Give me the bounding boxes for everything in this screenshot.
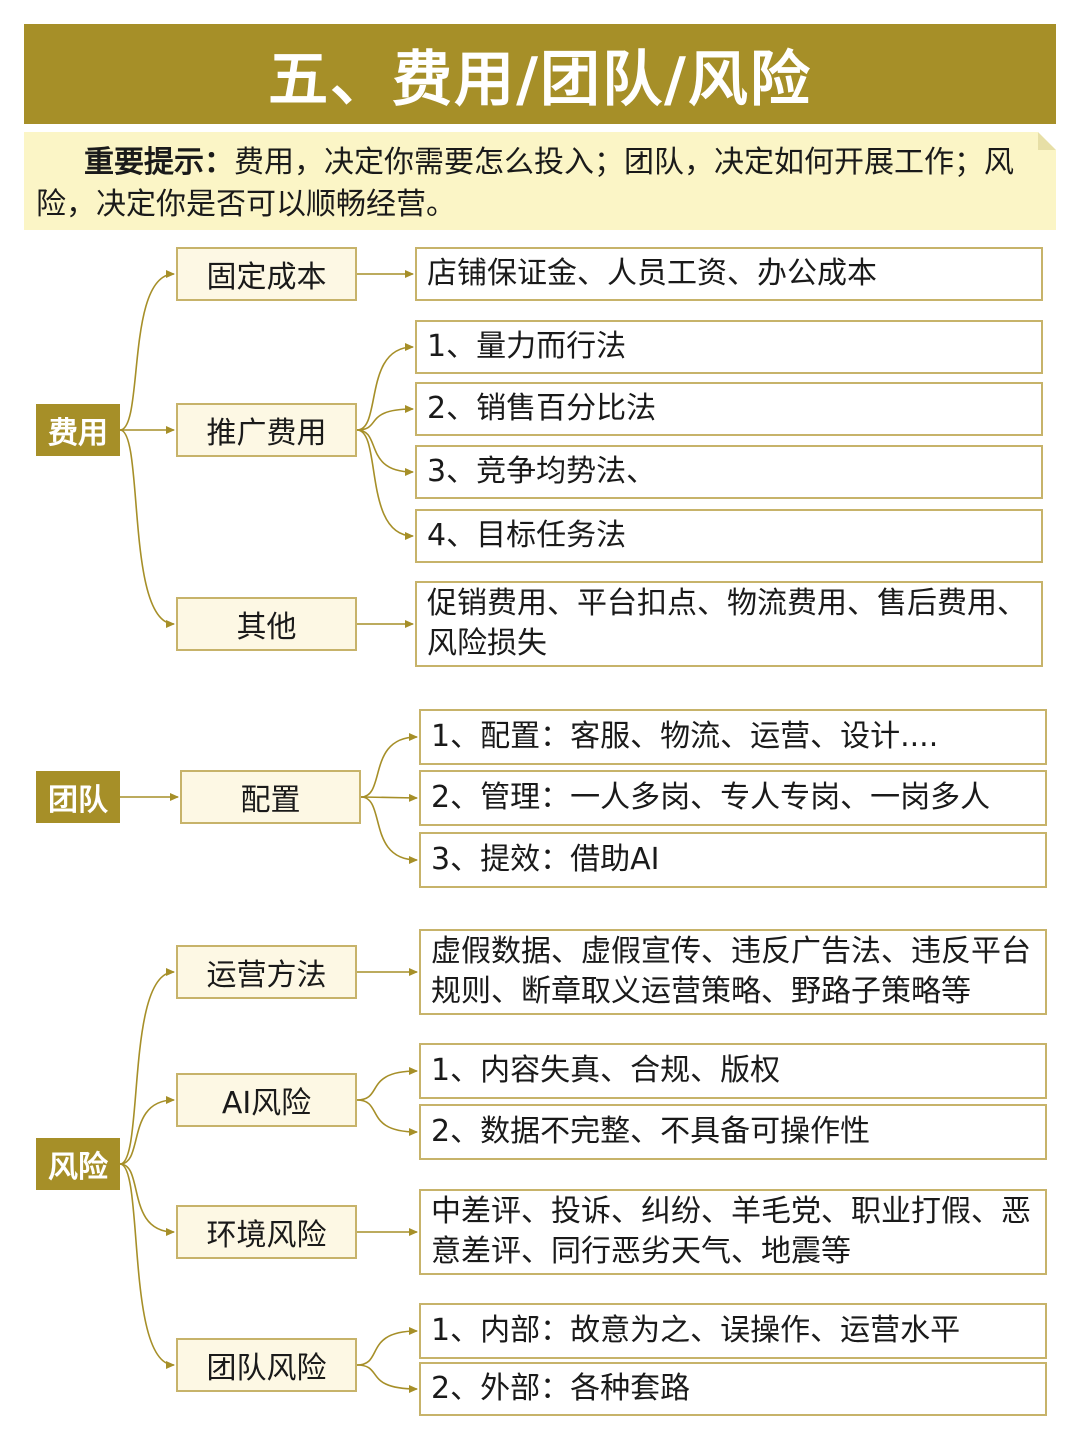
branch-node-label: 固定成本 (206, 260, 327, 295)
branch-node-label: AI风险 (221, 1086, 312, 1121)
connector-line (356, 343, 414, 431)
tip-box: 重要提示：费用，决定你需要怎么投入；团队，决定如何开展工作；风险，决定你是否可以… (24, 132, 1056, 230)
connector-line (119, 1163, 175, 1236)
root-node-label: 风险 (48, 1150, 108, 1185)
page-fold-corner (1038, 132, 1056, 150)
leaf-node-text: 1、配置：客服、物流、运营、设计.... (431, 719, 939, 754)
leaf-node: 3、提效：借助AI (419, 832, 1047, 888)
connector-line (119, 270, 175, 431)
leaf-node-text: 3、提效：借助AI (431, 842, 660, 877)
leaf-node: 虚假数据、虚假宣传、违反广告法、违反平台规则、断章取义运营策略、野路子策略等 (419, 929, 1047, 1015)
connector-line (356, 1364, 418, 1393)
leaf-node: 4、目标任务法 (415, 509, 1043, 563)
branch-node: 配置 (180, 770, 361, 824)
leaf-node-text: 店铺保证金、人员工资、办公成本 (427, 256, 877, 291)
root-node-fees: 费用 (36, 404, 120, 456)
leaf-node-text: 1、内部：故意为之、误操作、运营水平 (431, 1313, 961, 1348)
branch-node: 其他 (176, 597, 357, 651)
root-node-risk: 风险 (36, 1138, 120, 1190)
leaf-node-text: 促销费用、平台扣点、物流费用、售后费用、风险损失 (427, 586, 1027, 661)
branch-node: AI风险 (176, 1073, 357, 1127)
connector-line (119, 1096, 175, 1165)
branch-node: 团队风险 (176, 1338, 357, 1392)
leaf-node: 2、数据不完整、不具备可操作性 (419, 1104, 1047, 1160)
root-node-label: 费用 (48, 416, 108, 451)
leaf-node: 2、管理：一人多岗、专人专岗、一岗多人 (419, 770, 1047, 826)
connector-line (119, 1163, 175, 1369)
branch-node-label: 其他 (236, 610, 297, 645)
branch-node: 推广费用 (176, 403, 357, 457)
branch-node: 环境风险 (176, 1205, 357, 1259)
tip-label: 重要提示： (84, 145, 234, 180)
page-title: 五、费用/团队/风险 (268, 44, 812, 115)
leaf-node: 3、竞争均势法、 (415, 445, 1043, 499)
connector-line (356, 429, 414, 540)
branch-node-label: 推广费用 (206, 416, 327, 451)
branch-node-label: 环境风险 (206, 1218, 327, 1253)
branch-node: 固定成本 (176, 247, 357, 301)
leaf-node: 1、内容失真、合规、版权 (419, 1043, 1047, 1099)
leaf-node: 中差评、投诉、纠纷、羊毛党、职业打假、恶意差评、同行恶劣天气、地震等 (419, 1189, 1047, 1275)
leaf-node-text: 2、外部：各种套路 (431, 1371, 691, 1406)
connector-line (356, 405, 414, 431)
title-bar: 五、费用/团队/风险 (24, 24, 1056, 124)
branch-node-label: 团队风险 (206, 1351, 327, 1386)
leaf-node: 促销费用、平台扣点、物流费用、售后费用、风险损失 (415, 581, 1043, 667)
branch-node-label: 运营方法 (206, 958, 327, 993)
leaf-node-text: 虚假数据、虚假宣传、违反广告法、违反平台规则、断章取义运营策略、野路子策略等 (431, 934, 1031, 1009)
leaf-node-text: 4、目标任务法 (427, 518, 627, 553)
leaf-node-text: 3、竞争均势法、 (427, 454, 657, 489)
leaf-node: 1、内部：故意为之、误操作、运营水平 (419, 1303, 1047, 1359)
leaf-node: 1、量力而行法 (415, 320, 1043, 374)
connector-line (356, 1099, 418, 1136)
branch-node-label: 配置 (240, 783, 301, 818)
leaf-node-text: 中差评、投诉、纠纷、羊毛党、职业打假、恶意差评、同行恶劣天气、地震等 (431, 1194, 1031, 1269)
connector-line (360, 793, 418, 802)
leaf-node: 1、配置：客服、物流、运营、设计.... (419, 709, 1047, 765)
leaf-node: 店铺保证金、人员工资、办公成本 (415, 247, 1043, 301)
leaf-node-text: 2、数据不完整、不具备可操作性 (431, 1114, 871, 1149)
connector-line (360, 733, 418, 798)
leaf-node-text: 2、管理：一人多岗、专人专岗、一岗多人 (431, 780, 991, 815)
connector-line (356, 1327, 418, 1366)
connector-line (356, 1067, 418, 1101)
connector-line (360, 796, 418, 864)
leaf-node-text: 2、销售百分比法 (427, 391, 657, 426)
leaf-node: 2、销售百分比法 (415, 382, 1043, 436)
leaf-node-text: 1、量力而行法 (427, 329, 627, 364)
leaf-node-text: 1、内容失真、合规、版权 (431, 1053, 781, 1088)
branch-node: 运营方法 (176, 945, 357, 999)
root-node-label: 团队 (48, 783, 108, 818)
tip-text: 费用，决定你需要怎么投入；团队，决定如何开展工作；风险，决定你是否可以顺畅经营。 (36, 145, 1014, 222)
connector-line (356, 429, 414, 476)
connector-line (119, 968, 175, 1165)
root-node-team: 团队 (36, 771, 120, 823)
leaf-node: 2、外部：各种套路 (419, 1362, 1047, 1416)
connector-line (119, 429, 175, 628)
